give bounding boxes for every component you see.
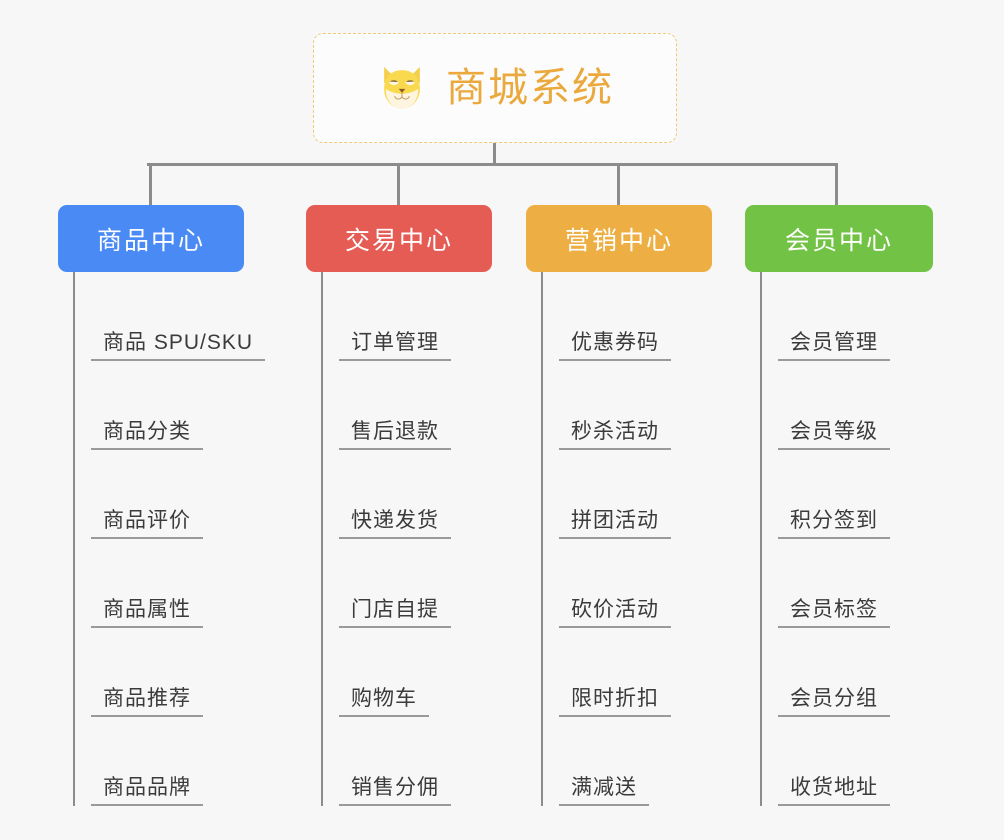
leaf-item[interactable]: 快递发货 bbox=[321, 450, 492, 539]
leaf-item[interactable]: 门店自提 bbox=[321, 539, 492, 628]
category-header-label: 商品中心 bbox=[96, 226, 205, 255]
leaf-item-label: 销售分佣 bbox=[351, 776, 439, 799]
leaf-item[interactable]: 收货地址 bbox=[760, 717, 933, 806]
leaf-item[interactable]: 订单管理 bbox=[321, 272, 492, 361]
leaf-item-underline: 快递发货 bbox=[339, 510, 451, 539]
leaf-item[interactable]: 会员分组 bbox=[760, 628, 933, 717]
leaf-item-underline: 订单管理 bbox=[339, 332, 451, 361]
category-header-2[interactable]: 交易中心 bbox=[306, 205, 492, 272]
leaf-item[interactable]: 积分签到 bbox=[760, 450, 933, 539]
connector-drop-4 bbox=[835, 163, 838, 205]
leaf-item[interactable]: 会员管理 bbox=[760, 272, 933, 361]
leaf-item-label: 商品 SPU/SKU bbox=[103, 331, 254, 354]
category-column: 交易中心订单管理售后退款快递发货门店自提购物车销售分佣 bbox=[306, 205, 492, 806]
leaf-item-underline: 商品推荐 bbox=[91, 688, 203, 717]
leaf-item[interactable]: 商品评价 bbox=[73, 450, 244, 539]
leaf-item[interactable]: 砍价活动 bbox=[541, 539, 712, 628]
leaf-item-label: 购物车 bbox=[351, 687, 417, 710]
leaf-item[interactable]: 商品推荐 bbox=[73, 628, 244, 717]
category-column: 营销中心优惠券码秒杀活动拼团活动砍价活动限时折扣满减送 bbox=[526, 205, 712, 806]
leaf-item-label: 快递发货 bbox=[351, 509, 439, 532]
leaf-item-underline: 积分签到 bbox=[778, 510, 890, 539]
leaf-item-underline: 售后退款 bbox=[339, 421, 451, 450]
connector-drop-2 bbox=[397, 163, 400, 205]
leaf-item[interactable]: 商品品牌 bbox=[73, 717, 244, 806]
category-header-label: 营销中心 bbox=[564, 226, 673, 255]
leaf-list: 商品 SPU/SKU 商品分类商品评价商品属性商品推荐商品品牌 bbox=[73, 272, 266, 806]
leaf-item-label: 秒杀活动 bbox=[571, 420, 659, 443]
leaf-item[interactable]: 商品分类 bbox=[73, 361, 244, 450]
leaf-item[interactable]: 购物车 bbox=[321, 628, 492, 717]
leaf-item-label: 会员等级 bbox=[790, 420, 878, 443]
root-title: 商城系统 bbox=[446, 66, 614, 110]
leaf-item-underline: 商品品牌 bbox=[91, 777, 203, 806]
leaf-item-label: 门店自提 bbox=[351, 598, 439, 621]
leaf-item-label: 售后退款 bbox=[351, 420, 439, 443]
leaf-item-label: 拼团活动 bbox=[571, 509, 659, 532]
leaf-item-label: 商品品牌 bbox=[103, 776, 191, 799]
leaf-item-underline: 会员分组 bbox=[778, 688, 890, 717]
shiba-dog-face-icon bbox=[384, 66, 420, 109]
leaf-item-underline: 购物车 bbox=[339, 688, 429, 717]
leaf-item-underline: 会员标签 bbox=[778, 599, 890, 628]
leaf-item-underline: 商品 SPU/SKU bbox=[91, 331, 266, 361]
leaf-item-underline: 商品属性 bbox=[91, 599, 203, 628]
leaf-item[interactable]: 优惠券码 bbox=[541, 272, 712, 361]
root-node[interactable]: 商城系统 bbox=[313, 33, 677, 143]
leaf-item-label: 商品属性 bbox=[103, 598, 191, 621]
leaf-item-underline: 拼团活动 bbox=[559, 510, 671, 539]
leaf-item[interactable]: 限时折扣 bbox=[541, 628, 712, 717]
leaf-item[interactable]: 售后退款 bbox=[321, 361, 492, 450]
leaf-item-underline: 会员管理 bbox=[778, 332, 890, 361]
leaf-item-underline: 满减送 bbox=[559, 777, 649, 806]
leaf-item-underline: 限时折扣 bbox=[559, 688, 671, 717]
category-column: 会员中心会员管理会员等级积分签到会员标签会员分组收货地址 bbox=[745, 205, 933, 806]
leaf-item-label: 商品分类 bbox=[103, 420, 191, 443]
category-header-4[interactable]: 会员中心 bbox=[745, 205, 933, 272]
leaf-item-underline: 优惠券码 bbox=[559, 332, 671, 361]
connector-drop-1 bbox=[149, 163, 152, 205]
connector-drop-3 bbox=[617, 163, 620, 205]
leaf-item-underline: 会员等级 bbox=[778, 421, 890, 450]
leaf-item[interactable]: 秒杀活动 bbox=[541, 361, 712, 450]
connector-horizontal-bus bbox=[147, 163, 837, 166]
leaf-item-label: 订单管理 bbox=[351, 331, 439, 354]
leaf-item-underline: 销售分佣 bbox=[339, 777, 451, 806]
leaf-item-label: 优惠券码 bbox=[571, 331, 659, 354]
leaf-item[interactable]: 会员等级 bbox=[760, 361, 933, 450]
leaf-list: 会员管理会员等级积分签到会员标签会员分组收货地址 bbox=[760, 272, 933, 806]
leaf-item-underline: 商品分类 bbox=[91, 421, 203, 450]
category-header-label: 会员中心 bbox=[784, 226, 893, 255]
leaf-item-label: 会员管理 bbox=[790, 331, 878, 354]
leaf-list: 订单管理售后退款快递发货门店自提购物车销售分佣 bbox=[321, 272, 492, 806]
leaf-item-underline: 砍价活动 bbox=[559, 599, 671, 628]
leaf-item-underline: 商品评价 bbox=[91, 510, 203, 539]
leaf-item[interactable]: 满减送 bbox=[541, 717, 712, 806]
leaf-item-underline: 秒杀活动 bbox=[559, 421, 671, 450]
leaf-item-label: 会员标签 bbox=[790, 598, 878, 621]
leaf-item[interactable]: 拼团活动 bbox=[541, 450, 712, 539]
connector-root-stem bbox=[493, 143, 496, 164]
leaf-item-label: 会员分组 bbox=[790, 687, 878, 710]
category-header-3[interactable]: 营销中心 bbox=[526, 205, 712, 272]
leaf-item[interactable]: 商品 SPU/SKU bbox=[73, 272, 266, 361]
leaf-item-label: 商品评价 bbox=[103, 509, 191, 532]
leaf-item-label: 砍价活动 bbox=[571, 598, 659, 621]
leaf-list: 优惠券码秒杀活动拼团活动砍价活动限时折扣满减送 bbox=[541, 272, 712, 806]
leaf-item-label: 限时折扣 bbox=[571, 687, 659, 710]
category-column: 商品中心商品 SPU/SKU 商品分类商品评价商品属性商品推荐商品品牌 bbox=[58, 205, 266, 806]
category-header-label: 交易中心 bbox=[344, 226, 453, 255]
leaf-item-label: 满减送 bbox=[571, 776, 637, 799]
leaf-item-label: 商品推荐 bbox=[103, 687, 191, 710]
leaf-item-underline: 收货地址 bbox=[778, 777, 890, 806]
leaf-item[interactable]: 销售分佣 bbox=[321, 717, 492, 806]
category-header-1[interactable]: 商品中心 bbox=[58, 205, 244, 272]
leaf-item[interactable]: 商品属性 bbox=[73, 539, 244, 628]
leaf-item-label: 积分签到 bbox=[790, 509, 878, 532]
leaf-item-underline: 门店自提 bbox=[339, 599, 451, 628]
leaf-item-label: 收货地址 bbox=[790, 776, 878, 799]
leaf-item[interactable]: 会员标签 bbox=[760, 539, 933, 628]
